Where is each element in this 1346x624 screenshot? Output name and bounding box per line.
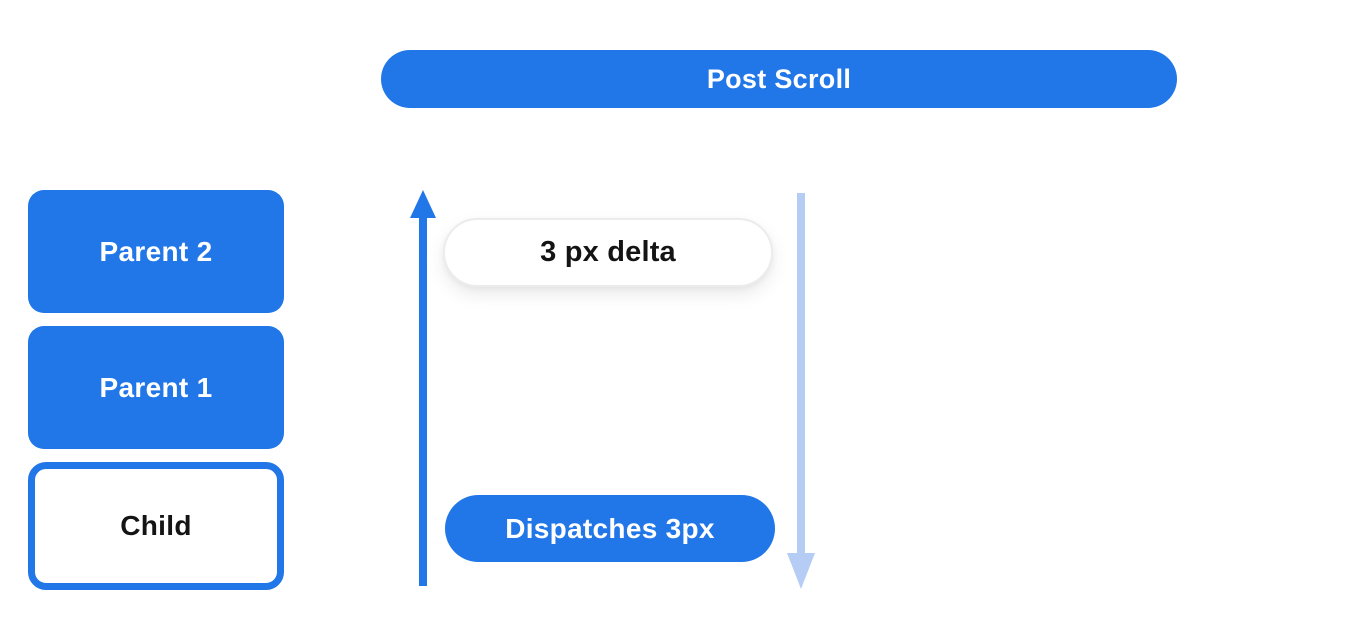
post-scroll-label: Post Scroll <box>706 63 852 94</box>
node-child-label: Child <box>120 510 192 541</box>
dispatch-pill-label: Dispatches 3px <box>505 512 715 544</box>
down-arrow-icon <box>786 193 816 589</box>
node-parent-2-label: Parent 2 <box>99 235 213 267</box>
delta-pill: 3 px delta <box>443 218 773 287</box>
up-arrow-icon <box>408 190 438 586</box>
node-parent-2: Parent 2 <box>28 190 284 313</box>
post-scroll-banner: Post Scroll <box>381 50 1177 108</box>
node-parent-1: Parent 1 <box>28 326 284 449</box>
node-parent-1-label: Parent 1 <box>99 371 213 403</box>
node-child: Child <box>28 462 284 590</box>
dispatch-pill: Dispatches 3px <box>445 495 775 562</box>
delta-pill-label: 3 px delta <box>540 236 676 268</box>
widget-stack: Parent 2 Parent 1 Child <box>28 190 284 590</box>
